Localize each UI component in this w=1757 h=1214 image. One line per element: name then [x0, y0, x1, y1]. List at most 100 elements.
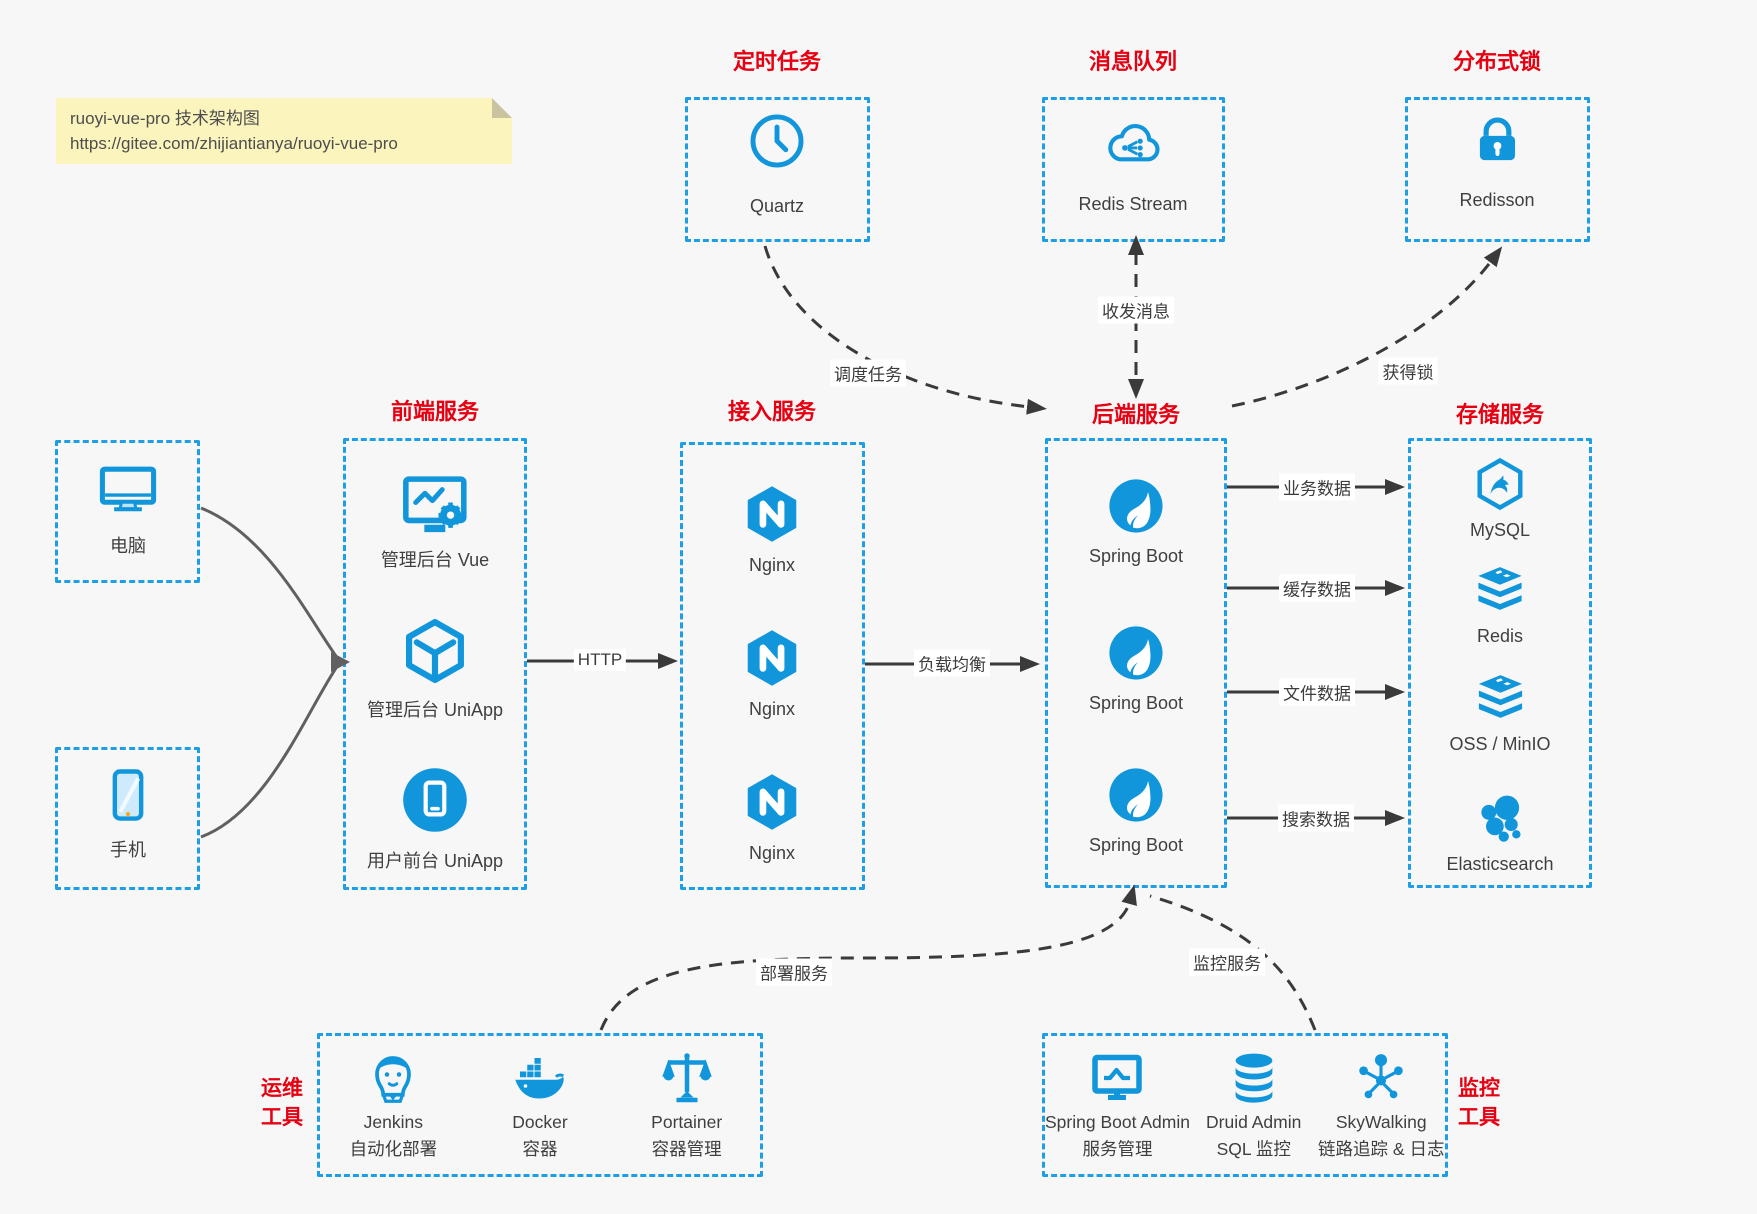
spring-boot-icon: [1107, 477, 1165, 535]
monitor-tools-box: Spring Boot Admin 服务管理 Druid Admin SQL 监…: [1042, 1033, 1448, 1177]
admin-vue-node: 管理后台 Vue: [381, 468, 489, 572]
nginx-node-3: Nginx: [740, 770, 804, 864]
redisson-node: Redisson: [1459, 110, 1535, 211]
note-url: https://gitee.com/zhijiantianya/ruoyi-vu…: [70, 133, 398, 153]
note-fold-corner: [492, 98, 512, 118]
jenkins-name: Jenkins: [363, 1112, 423, 1132]
jenkins-desc: 自动化部署: [349, 1138, 438, 1159]
note-title: ruoyi-vue-pro 技术架构图: [70, 109, 260, 128]
phone-box: [55, 747, 200, 890]
spring-boot-node-1: Spring Boot: [1089, 477, 1183, 567]
http-edge-label: HTTP: [573, 649, 627, 671]
redis-node: Redis: [1471, 564, 1529, 647]
oss-minio-label: OSS / MinIO: [1449, 734, 1551, 754]
scheduled-task-box: [685, 97, 870, 242]
druid-admin-name: Druid Admin: [1206, 1112, 1302, 1132]
redis-stream-label: Redis Stream: [1078, 194, 1188, 214]
admin-uniapp-node: 管理后台 UniApp: [367, 614, 503, 722]
backend-title: 后端服务: [1091, 402, 1181, 427]
quartz-node: Quartz: [746, 110, 808, 217]
portainer-desc: 容器管理: [651, 1138, 722, 1159]
druid-admin-item: Druid Admin SQL 监控: [1190, 1048, 1318, 1161]
desktop-icon: [95, 458, 161, 522]
nginx-icon: [740, 626, 804, 690]
nginx-node-2: Nginx: [740, 626, 804, 720]
skywalking-name: SkyWalking: [1335, 1112, 1427, 1132]
monitor-tools-title-line1: 监控: [1458, 1077, 1500, 1100]
mysql-node: MySQL: [1470, 456, 1530, 541]
pc-label: 电脑: [110, 536, 146, 556]
jenkins-icon: [363, 1048, 423, 1108]
phone-label: 手机: [110, 840, 146, 860]
redisson-label: Redisson: [1459, 190, 1535, 210]
user-uniapp-node: 用户前台 UniApp: [367, 764, 503, 873]
docker-icon: [509, 1048, 571, 1108]
druid-admin-desc: SQL 监控: [1216, 1138, 1291, 1159]
docker-item: Docker 容器: [467, 1048, 614, 1161]
scheduled-task-title: 定时任务: [732, 49, 822, 74]
edge-deploy: [599, 884, 1137, 1031]
distributed-lock-box: [1405, 97, 1590, 242]
cloud-stream-icon: [1101, 112, 1165, 174]
edge-pc-frontend: [200, 506, 340, 660]
oss-minio-icon: [1471, 672, 1529, 726]
edge-phone-frontend: [200, 664, 340, 839]
schedule-edge-label: 调度任务: [830, 359, 906, 387]
spring-boot-admin-icon: [1087, 1048, 1147, 1108]
spring-boot-icon: [1107, 766, 1165, 824]
spring-boot-icon: [1107, 624, 1165, 682]
nginx-label-1: Nginx: [748, 555, 796, 575]
portainer-name: Portainer: [651, 1112, 723, 1132]
spring-boot-admin-item: Spring Boot Admin 服务管理: [1045, 1048, 1190, 1161]
gateway-title: 接入服务: [727, 399, 817, 424]
admin-vue-label: 管理后台 Vue: [380, 550, 490, 570]
spring-boot-label-1: Spring Boot: [1088, 546, 1184, 566]
distributed-lock-title: 分布式锁: [1452, 49, 1542, 74]
search-data-edge-label: 搜索数据: [1278, 804, 1354, 832]
ops-tools-box: Jenkins 自动化部署 Docker 容器 Portainer 容器管理: [317, 1033, 763, 1177]
spring-boot-admin-name: Spring Boot Admin: [1045, 1112, 1190, 1132]
gateway-box: [680, 442, 865, 890]
quartz-label: Quartz: [749, 196, 805, 216]
docker-desc: 容器: [522, 1138, 558, 1159]
nginx-node-1: Nginx: [740, 482, 804, 576]
edge-lock: [1231, 246, 1503, 408]
mysql-icon: [1472, 456, 1528, 512]
load-balance-edge-label: 负载均衡: [914, 649, 990, 677]
deploy-edge-label: 部署服务: [756, 958, 832, 986]
redis-stream-node: Redis Stream: [1078, 112, 1188, 215]
monitor-tools-title: 监控 工具: [1452, 1074, 1506, 1133]
monitor-edge-label: 监控服务: [1189, 948, 1265, 976]
ops-tools-title: 运维 工具: [255, 1074, 309, 1133]
ops-tools-title-line1: 运维: [261, 1077, 303, 1100]
admin-vue-icon: [397, 468, 473, 542]
sticky-note: ruoyi-vue-pro 技术架构图 https://gitee.com/zh…: [56, 98, 512, 164]
message-queue-title: 消息队列: [1088, 49, 1178, 74]
cube-icon: [398, 614, 472, 688]
admin-uniapp-label: 管理后台 UniApp: [366, 700, 504, 720]
user-uniapp-label: 用户前台 UniApp: [366, 851, 504, 871]
nginx-icon: [740, 770, 804, 834]
elasticsearch-node: Elasticsearch: [1446, 790, 1554, 875]
spring-boot-label-2: Spring Boot: [1088, 693, 1184, 713]
nginx-label-3: Nginx: [748, 843, 796, 863]
druid-icon: [1225, 1048, 1283, 1108]
skywalking-item: SkyWalking 链路追踪 & 日志: [1317, 1048, 1445, 1161]
spring-boot-node-3: Spring Boot: [1089, 766, 1183, 856]
frontend-title: 前端服务: [390, 399, 480, 424]
elasticsearch-label: Elasticsearch: [1446, 854, 1554, 874]
docker-name: Docker: [512, 1112, 568, 1132]
pc-box: [55, 440, 200, 583]
lock-edge-label: 获得锁: [1378, 357, 1438, 385]
storage-box: [1408, 438, 1592, 888]
mobile-icon: [97, 764, 159, 826]
message-edge-label: 收发消息: [1098, 296, 1174, 324]
portainer-item: Portainer 容器管理: [613, 1048, 760, 1161]
jenkins-item: Jenkins 自动化部署: [320, 1048, 467, 1161]
storage-title: 存储服务: [1455, 402, 1545, 427]
spring-boot-node-2: Spring Boot: [1089, 624, 1183, 714]
clock-icon: [746, 110, 808, 172]
phone-node: 手机: [97, 764, 159, 862]
lock-icon: [1466, 110, 1528, 172]
